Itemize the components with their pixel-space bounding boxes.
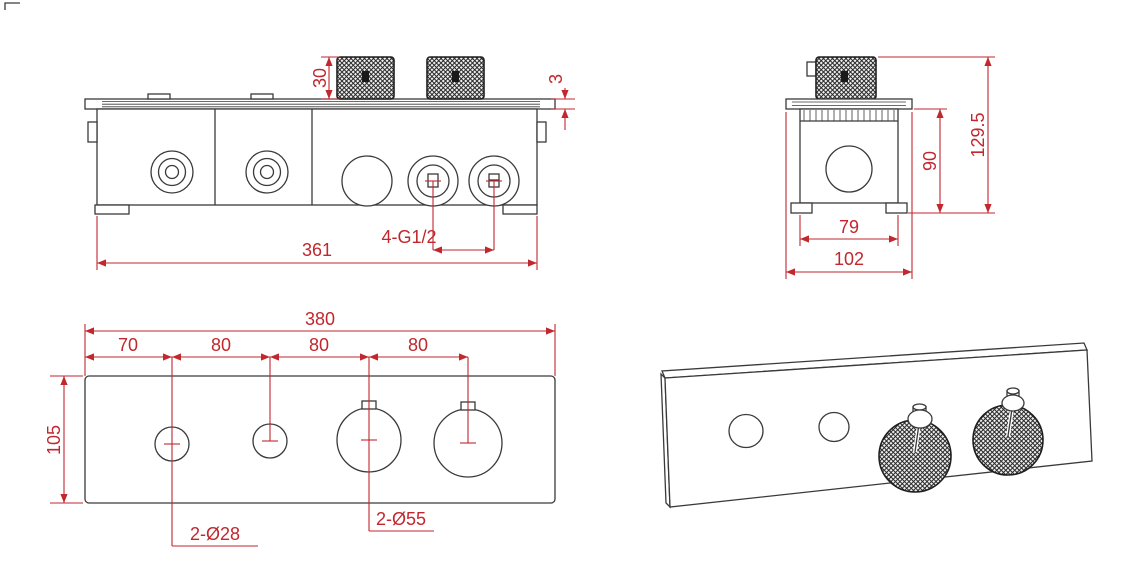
dim-body-height: 90: [908, 108, 995, 214]
iso-hole-small-1: [728, 413, 764, 449]
knurled-knob-right: [426, 56, 485, 100]
dim-body-width-front: 361: [96, 216, 538, 270]
iso-hole-small-2: [818, 411, 850, 443]
dim-plate-depth: 102: [785, 112, 913, 279]
dim-overall-height: 129.5: [878, 56, 995, 213]
dim-text-plate-depth: 102: [834, 249, 864, 269]
side-view: 90 129.5 79 102: [785, 56, 995, 279]
callout-large-holes: 2-Ø55: [369, 509, 434, 532]
dim-text-pitch-1: 70: [118, 335, 138, 355]
side-plate: [785, 98, 913, 110]
callout-small-holes: 2-Ø28: [172, 524, 258, 547]
isometric-view: [660, 342, 1093, 509]
faceplate-view: 380 70 80 80 80 105: [44, 309, 556, 547]
dim-plate-width: 380: [84, 309, 556, 376]
dim-text-pitch-4: 80: [408, 335, 428, 355]
dim-text-pitch-3: 80: [309, 335, 329, 355]
knurled-knob-left: [336, 56, 395, 100]
dim-text-body-height: 90: [920, 151, 940, 171]
dim-text-port-thread: 4-G1/2: [381, 227, 436, 247]
dim-text-small-holes: 2-Ø28: [190, 524, 240, 544]
dim-text-body-depth: 79: [839, 217, 859, 237]
front-view: 30 3 4-G1/2 361: [84, 56, 575, 270]
knurled-knob-side: [806, 56, 877, 100]
dim-text-knob-height: 30: [310, 68, 330, 88]
dim-text-body-width: 361: [302, 240, 332, 260]
dim-text-plate-width: 380: [305, 309, 335, 329]
dim-knob-height: 30: [310, 56, 339, 100]
dim-text-plate-height: 105: [44, 425, 64, 455]
faceplate: [84, 375, 556, 504]
iso-knurled-knob-2: [972, 387, 1044, 476]
dim-text-pitch-2: 80: [211, 335, 231, 355]
dim-plate-thickness: 3: [546, 74, 575, 130]
dim-text-plate-thickness: 3: [546, 74, 566, 84]
iso-knurled-knob-1: [878, 403, 952, 493]
dim-hole-pitches: 70 80 80 80: [85, 335, 476, 546]
iso-faceplate: [664, 349, 1093, 508]
dim-text-overall-height: 129.5: [968, 112, 988, 157]
corner-artifact: [4, 2, 20, 10]
dim-plate-height: 105: [44, 375, 83, 504]
valve-body-side: [790, 108, 908, 214]
dim-body-depth: 79: [799, 215, 899, 246]
dim-text-large-holes: 2-Ø55: [376, 509, 426, 529]
dim-port-thread: 4-G1/2: [381, 180, 502, 254]
